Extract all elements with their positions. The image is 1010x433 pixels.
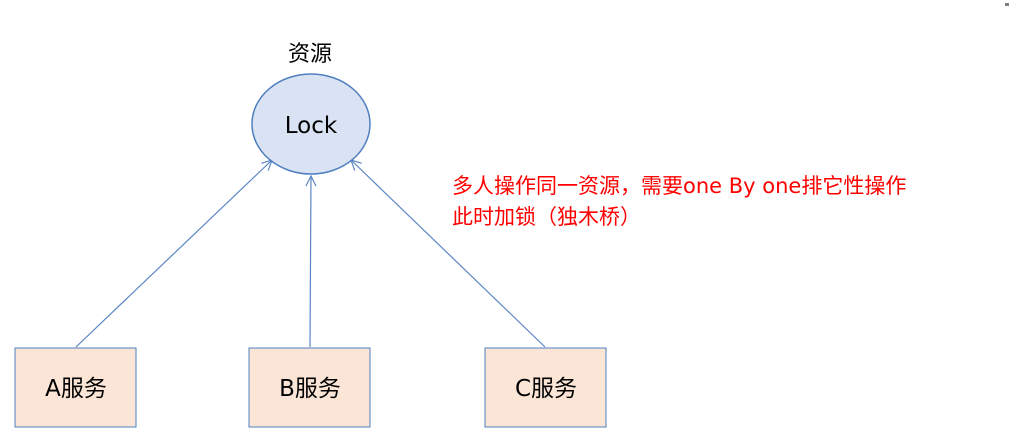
lock-ellipse	[251, 73, 371, 175]
service-b-box	[248, 347, 371, 428]
arrow-b-to-lock	[310, 176, 311, 348]
arrow-a-to-lock	[75, 160, 272, 348]
service-c-box	[484, 347, 607, 428]
annotation-line-2: 此时加锁（独木桥）	[452, 205, 641, 229]
service-a-label: A服务	[45, 376, 107, 402]
service-c-label: C服务	[515, 376, 577, 402]
service-b-label: B服务	[279, 376, 341, 402]
service-c-node: C服务	[484, 347, 607, 428]
lock-node: Lock	[251, 73, 371, 175]
annotation-text: 多人操作同一资源，需要one By one排它性操作 此时加锁（独木桥）	[452, 171, 1007, 233]
annotation-line-1: 多人操作同一资源，需要one By one排它性操作	[452, 174, 907, 198]
service-b-node: B服务	[248, 347, 371, 428]
corner-mark	[1005, 3, 1009, 6]
service-a-box	[14, 347, 137, 428]
resource-title: 资源	[288, 42, 332, 67]
arrow-c-to-lock	[351, 160, 546, 348]
service-a-node: A服务	[14, 347, 137, 428]
lock-label: Lock	[285, 113, 338, 139]
